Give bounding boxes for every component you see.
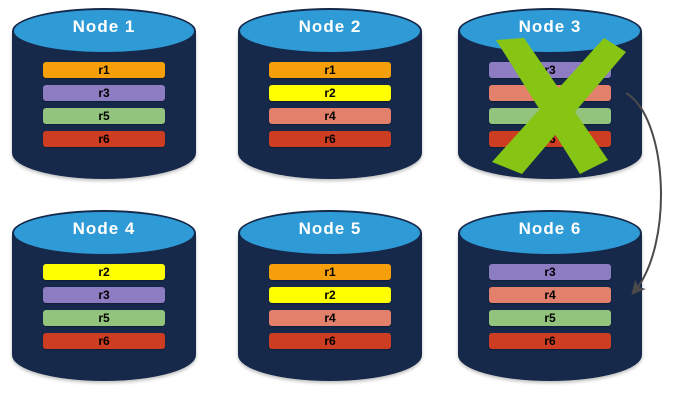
replica-r6[interactable]: r6 [269, 131, 391, 147]
replica-r5[interactable]: r5 [489, 108, 611, 124]
replica-r3[interactable]: r3 [43, 287, 165, 303]
replica-r2[interactable]: r2 [43, 264, 165, 280]
replica-r5[interactable]: r5 [489, 310, 611, 326]
node-4-replica-list: r2 r3 r5 r6 [43, 264, 165, 356]
node-1-replica-list: r1 r3 r5 r6 [43, 62, 165, 154]
node-5-cylinder-body [238, 233, 422, 381]
node-2-replica-list: r1 r2 r4 r6 [269, 62, 391, 154]
replica-r6[interactable]: r6 [489, 131, 611, 147]
replica-r2[interactable]: r2 [269, 287, 391, 303]
replica-r6[interactable]: r6 [43, 333, 165, 349]
node-6-replica-list: r3 r4 r5 r6 [489, 264, 611, 356]
node-3-cylinder-top [458, 8, 642, 54]
node-6-cylinder-top [458, 210, 642, 256]
node-6-cylinder-body [458, 233, 642, 381]
replica-r1[interactable]: r1 [43, 62, 165, 78]
replica-r1[interactable]: r1 [269, 264, 391, 280]
node-1-cylinder-top [12, 8, 196, 54]
replica-r1[interactable]: r1 [269, 62, 391, 78]
node-5-cylinder-top [238, 210, 422, 256]
replica-r3[interactable]: r3 [43, 85, 165, 101]
node-4-cylinder-top [12, 210, 196, 256]
replica-r4[interactable]: r4 [489, 85, 611, 101]
replica-r3[interactable]: r3 [489, 264, 611, 280]
replica-r5[interactable]: r5 [43, 108, 165, 124]
replica-r4[interactable]: r4 [269, 310, 391, 326]
replica-r4[interactable]: r4 [269, 108, 391, 124]
node-4-cylinder-body [12, 233, 196, 381]
replica-r6[interactable]: r6 [489, 333, 611, 349]
replica-r6[interactable]: r6 [43, 131, 165, 147]
replica-r2[interactable]: r2 [269, 85, 391, 101]
replica-r5[interactable]: r5 [43, 310, 165, 326]
replica-r4[interactable]: r4 [489, 287, 611, 303]
replica-r3[interactable]: r3 [489, 62, 611, 78]
node-2-cylinder-top [238, 8, 422, 54]
node-3-replica-list: r3 r4 r5 r6 [489, 62, 611, 154]
replica-r6[interactable]: r6 [269, 333, 391, 349]
node-5-replica-list: r1 r2 r4 r6 [269, 264, 391, 356]
node-1-cylinder-body [12, 31, 196, 179]
node-2-cylinder-body [238, 31, 422, 179]
